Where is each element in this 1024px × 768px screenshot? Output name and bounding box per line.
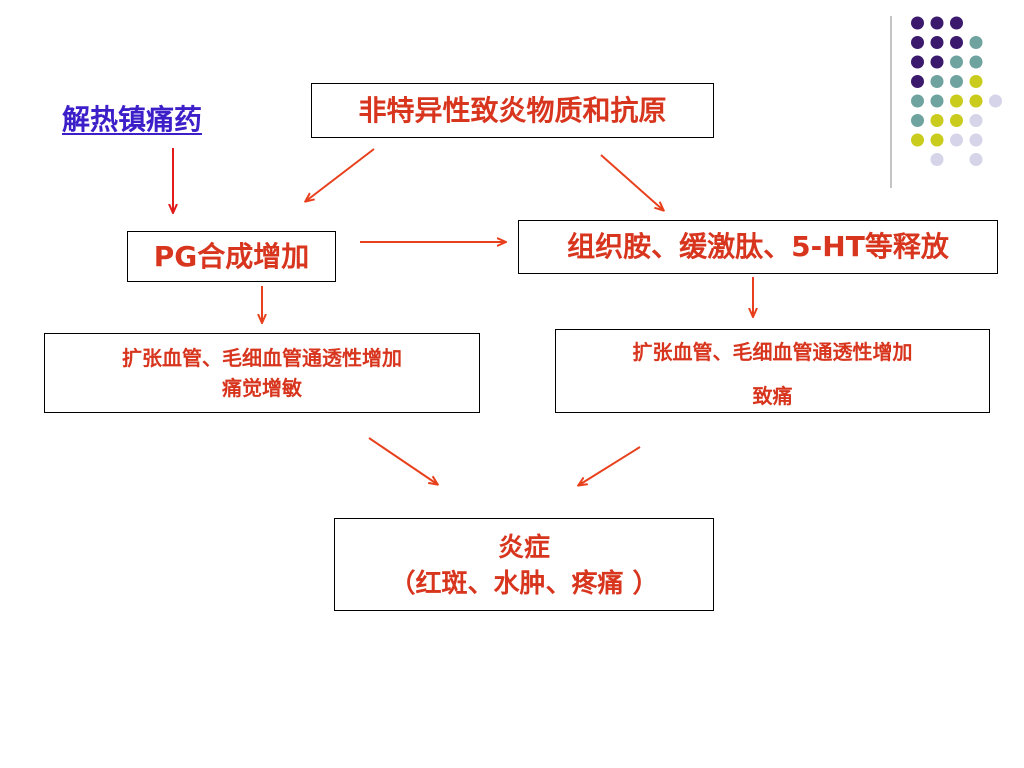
decorative-dot bbox=[969, 133, 983, 147]
node-histamine-5ht: 5-HT bbox=[791, 230, 865, 263]
node-histamine-release: 组织胺、缓激肽、5-HT等释放 bbox=[518, 220, 998, 274]
decorative-dot bbox=[930, 94, 944, 108]
decorative-dot bbox=[950, 114, 963, 127]
decorative-dot bbox=[911, 75, 924, 88]
dot-grid-group bbox=[911, 16, 1002, 166]
decorative-dot bbox=[950, 36, 963, 49]
decorative-dot bbox=[969, 114, 983, 127]
node-inflammation-line2: （红斑、水肿、疼痛 ） bbox=[389, 569, 659, 599]
decorative-dot bbox=[930, 55, 944, 69]
node-inflammation: 炎症 （红斑、水肿、疼痛 ） bbox=[334, 518, 714, 611]
node-right-effect-line1: 扩张血管、毛细血管通透性增加 bbox=[632, 340, 913, 364]
arrow-right-effect-to-inflammation bbox=[579, 446, 641, 485]
node-histamine-part1: 组织胺、缓激肽、 bbox=[567, 230, 792, 263]
arrow-top-to-histamine bbox=[600, 154, 663, 210]
decorative-dot bbox=[950, 16, 963, 30]
decorative-dot-grid bbox=[890, 16, 1002, 188]
decorative-dot bbox=[930, 75, 944, 88]
node-nonspecific-inflammatory-substances: 非特异性致炎物质和抗原 bbox=[311, 83, 714, 138]
node-top-label: 非特异性致炎物质和抗原 bbox=[358, 94, 667, 127]
node-right-effect-line2: 致痛 bbox=[752, 384, 793, 408]
decorative-dot bbox=[930, 114, 944, 127]
decorative-dot bbox=[989, 94, 1002, 108]
node-left-effect-line2: 痛觉增敏 bbox=[222, 376, 302, 400]
node-pg-synthesis: PG合成增加 bbox=[127, 231, 336, 282]
decorative-dot bbox=[930, 133, 944, 147]
node-pg-prefix: PG bbox=[153, 240, 198, 273]
decorative-dot bbox=[911, 16, 924, 30]
decorative-dot bbox=[950, 55, 963, 69]
arrow-left-effect-to-inflammation bbox=[368, 437, 437, 484]
decorative-dot bbox=[969, 153, 983, 166]
decorative-dot bbox=[911, 36, 924, 49]
node-pg-label: 合成增加 bbox=[197, 240, 310, 273]
decorative-dot bbox=[911, 55, 924, 69]
decorative-dot bbox=[911, 114, 924, 127]
decorative-dot bbox=[969, 75, 983, 88]
decorative-dot bbox=[969, 55, 983, 69]
decorative-dot bbox=[930, 36, 944, 49]
decorative-dot bbox=[911, 94, 924, 108]
decorative-dot bbox=[950, 94, 963, 108]
node-histamine-part2: 等释放 bbox=[864, 230, 949, 263]
analgesic-link[interactable]: 解热镇痛药 bbox=[62, 103, 203, 136]
decorative-dot bbox=[969, 36, 983, 49]
node-right-effect: 扩张血管、毛细血管通透性增加 致痛 bbox=[555, 329, 990, 413]
arrow-top-to-pg bbox=[306, 148, 375, 201]
decorative-dot bbox=[950, 75, 963, 88]
decorative-dot bbox=[930, 153, 944, 166]
decorative-dot bbox=[911, 133, 924, 147]
node-left-effect: 扩张血管、毛细血管通透性增加 痛觉增敏 bbox=[44, 333, 480, 413]
decorative-dot bbox=[969, 94, 983, 108]
decorative-dot bbox=[930, 16, 944, 30]
node-left-effect-line1: 扩张血管、毛细血管通透性增加 bbox=[122, 346, 402, 370]
decorative-dot bbox=[950, 133, 963, 147]
node-inflammation-line1: 炎症 bbox=[497, 533, 550, 563]
